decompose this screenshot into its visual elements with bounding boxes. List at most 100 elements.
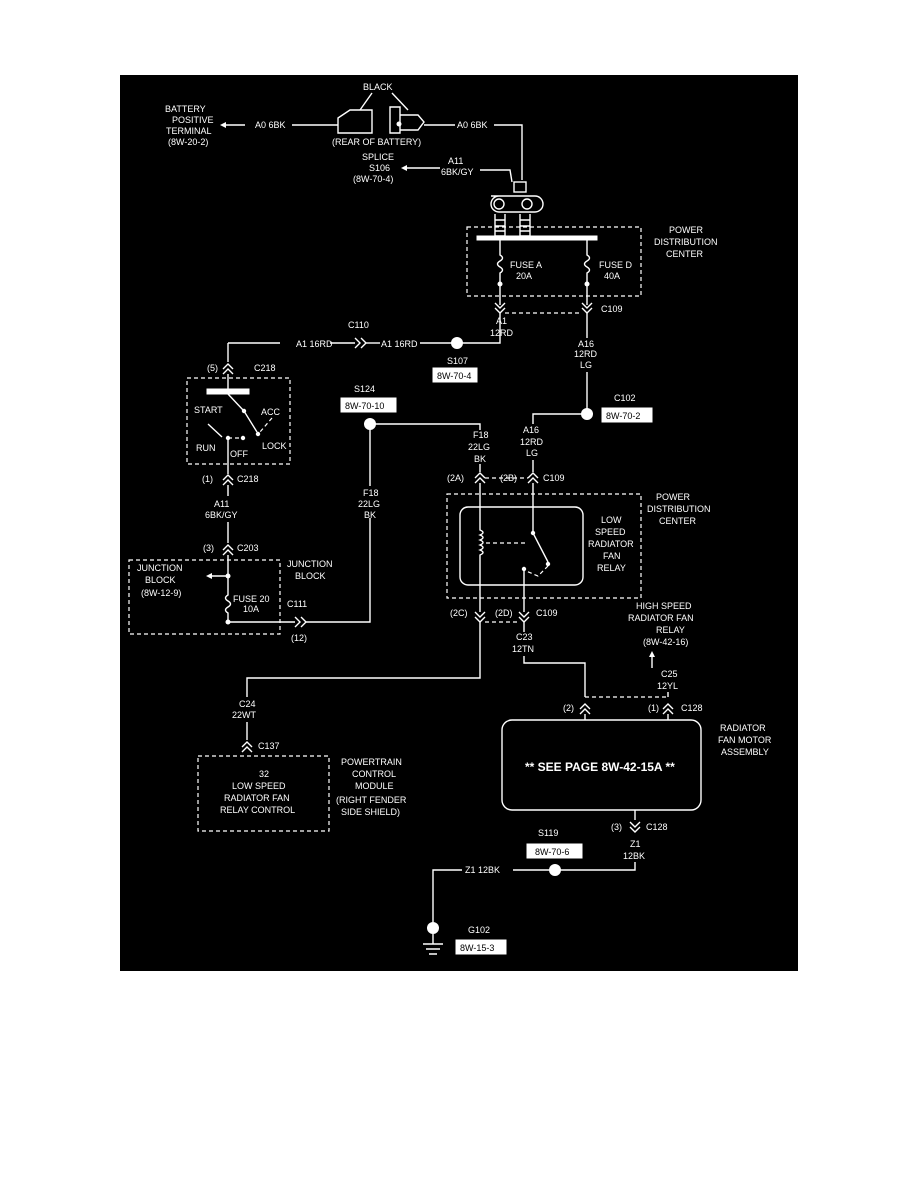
pin-2d: (2D) (495, 608, 513, 618)
relay-feed-section: S124 8W-70-10 F18 22LG BK C102 8W-70-2 A… (340, 384, 653, 484)
jb-label-1: JUNCTION (137, 563, 183, 573)
wire-a0-right: A0 6BK (457, 120, 488, 130)
c102-label: C102 (614, 393, 636, 403)
c110-wire-left: A1 16RD (296, 339, 333, 349)
g102-ref-box (455, 939, 507, 955)
motor-assembly-box (501, 719, 702, 811)
c218-in-label: C218 (254, 363, 276, 373)
s119-ref-box (526, 843, 583, 859)
wire-c25: C25 (661, 669, 678, 679)
fuse-d-rating: 40A (604, 271, 620, 281)
jb-side-1: JUNCTION (287, 559, 333, 569)
splice-clamp (513, 181, 527, 193)
ign-acc-dash (259, 417, 273, 433)
pin-2a: (2A) (447, 473, 464, 483)
hs-ref: (8W-42-16) (643, 637, 688, 647)
connector-2c (474, 611, 486, 623)
ign-start: START (194, 405, 223, 415)
f18-vertical-label: F18 (363, 488, 379, 498)
s107-ref: 8W-70-4 (437, 371, 471, 381)
motor-section: HIGH SPEED RADIATOR FAN RELAY (8W-42-16)… (501, 601, 772, 871)
ign-contact-bar (206, 388, 250, 395)
ground-section: S119 8W-70-6 Z1 12BK G102 8W-15-3 (423, 828, 583, 955)
c111-label: C111 (287, 599, 307, 609)
s124-label: S124 (354, 384, 375, 394)
c109-relay-out: C109 (536, 608, 558, 618)
rear-of-battery-label: (REAR OF BATTERY) (332, 137, 421, 147)
battery-color-label: BLACK (363, 82, 393, 92)
pcm-func-3: RELAY CONTROL (220, 805, 295, 815)
ground-dot (427, 922, 439, 934)
ground-icon (423, 934, 443, 955)
ground-wire (432, 869, 462, 922)
junction-block-section: (3) C203 JUNCTION BLOCK (8W-12-9) JUNCTI… (128, 425, 380, 643)
pdc-top-label-3: CENTER (666, 249, 704, 259)
pdc-top-label-1: POWER (669, 225, 704, 235)
motor-pin-3: (3) (611, 822, 622, 832)
black-leader (359, 92, 409, 111)
splice-s107-dot (451, 337, 463, 349)
relay-switch-no (545, 561, 551, 567)
pdc-top: FUSE A 20A FUSE D 40A POWER DISTRIBUTION… (462, 195, 718, 412)
f18-vertical-stripe: BK (364, 510, 376, 520)
s107-ref-box (432, 367, 478, 383)
g102-label: G102 (468, 925, 490, 935)
ignition-switch-box (186, 377, 291, 465)
fuse-20-rating: 10A (243, 604, 259, 614)
relay-f18-color: 22LG (468, 442, 490, 452)
pcm-label-2: CONTROL (352, 769, 396, 779)
arrow-head (401, 165, 407, 171)
pcm-label-1: POWERTRAIN (341, 757, 402, 767)
relay-label-2: SPEED (595, 527, 626, 537)
ign-arm (227, 393, 258, 433)
wiring-diagram-panel (120, 75, 798, 971)
battery-ref: (8W-20-2) (168, 137, 208, 147)
jb-ref: (8W-12-9) (141, 588, 181, 598)
stud-threads (495, 219, 530, 232)
motor-label-2: FAN MOTOR (718, 735, 772, 745)
fuse-a-symbol (496, 240, 504, 305)
c102-ref: 8W-70-2 (606, 411, 640, 421)
wire-a11-color: 6BK/GY (441, 167, 474, 177)
stud-left (493, 198, 505, 210)
c128-label: C128 (681, 703, 703, 713)
hs-label-2: RADIATOR FAN (628, 613, 694, 623)
connector-2b (527, 472, 539, 484)
ignition-switch: (5) C218 START ACC RUN OFF LOCK (1) C218… (186, 343, 291, 543)
c128-out-label: C128 (646, 822, 668, 832)
motor-in-stubs (584, 714, 669, 720)
fuse-d-symbol (583, 240, 591, 305)
wire-c25-color: 12YL (657, 681, 678, 691)
battery-clamp-right (400, 114, 425, 131)
wire-z1-color: 12BK (623, 851, 645, 861)
pcm-func-1: LOW SPEED (232, 781, 286, 791)
battery-post (389, 106, 401, 134)
wire-c23-color: 12TN (512, 644, 534, 654)
a16-relay-wire (532, 413, 587, 424)
connector-c128-3 (629, 821, 641, 833)
relay-switch-arm (532, 483, 549, 563)
g102-ref: 8W-15-3 (460, 943, 494, 953)
c203-pin: (3) (203, 543, 214, 553)
pcm-label-5: SIDE SHIELD) (341, 807, 400, 817)
motor-pin-1: (1) (648, 703, 659, 713)
wire-a0-right-line2 (494, 124, 523, 180)
splice-ref: (8W-70-4) (353, 174, 393, 184)
splice-label: SPLICE (362, 152, 394, 162)
connector-c203 (222, 544, 234, 556)
hs-label-3: RELAY (656, 625, 685, 635)
connector-c218-in (222, 363, 234, 375)
c110-label: C110 (348, 320, 369, 330)
c102-ref-box (601, 407, 653, 423)
pdc-mid-box (446, 493, 642, 599)
s119-label: S119 (538, 828, 558, 838)
ign-wire-a11: A11 (214, 499, 229, 509)
pcm-func-2: RADIATOR FAN (224, 793, 290, 803)
connector-c110 (354, 337, 367, 349)
wire-z1: Z1 (630, 839, 641, 849)
motor-pin-2: (2) (563, 703, 574, 713)
pdc-mid-relay: POWER DISTRIBUTION CENTER LOW SPEED RADI… (446, 483, 711, 623)
pdc-top-label-2: DISTRIBUTION (654, 237, 718, 247)
node (584, 281, 590, 287)
stud-right (521, 198, 533, 210)
